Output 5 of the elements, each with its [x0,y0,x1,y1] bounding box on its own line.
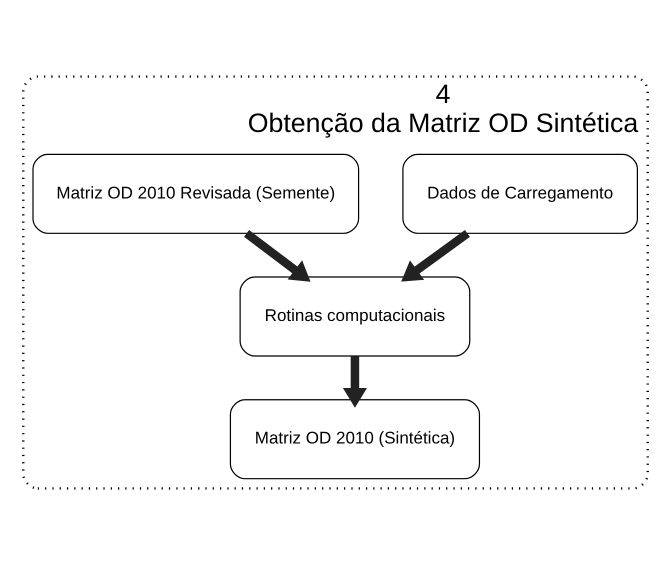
node-box: Dados de Carregamento [402,153,638,234]
arrow [342,356,367,408]
node-box: Rotinas computacionais [240,276,470,356]
node-box: Matriz OD 2010 (Sintética) [230,398,480,479]
node-box: Matriz OD 2010 Revisada (Semente) [32,153,360,234]
